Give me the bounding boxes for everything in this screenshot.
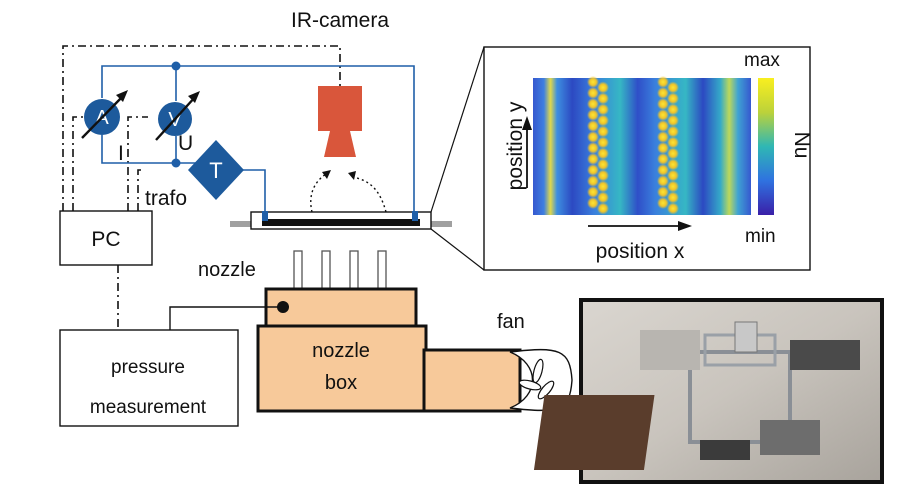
heatmap-hotspot — [597, 191, 609, 204]
zoom-line-bottom — [430, 228, 485, 271]
heatmap-hotspot — [657, 197, 669, 209]
heatmap-hotspot — [597, 125, 609, 138]
heatmap-hotspot — [587, 76, 599, 88]
pressure-measurement-box — [59, 329, 239, 427]
heatmap-hotspot — [667, 158, 679, 171]
heatmap-hotspots — [587, 76, 679, 215]
zoom-line-top — [430, 46, 485, 213]
pressure-label-line2: measurement — [90, 397, 207, 418]
nozzle-array — [293, 250, 387, 290]
current-label: I — [118, 142, 124, 165]
heatmap-hotspot — [667, 125, 679, 138]
heatmap-hotspot — [597, 169, 609, 182]
nusselt-heatmap — [533, 78, 751, 215]
heatmap-hotspot — [667, 92, 679, 105]
heatmap-hotspot — [667, 81, 679, 94]
duct — [422, 348, 522, 413]
heatmap-hotspot — [667, 202, 679, 215]
heatmap-hotspot — [597, 81, 609, 94]
pressure-tube — [169, 306, 280, 330]
pressure-label-line1: pressure — [111, 357, 185, 378]
transformer-symbol: T — [209, 158, 222, 183]
heatmap-hotspot — [657, 164, 669, 176]
heatmap-hotspot — [657, 76, 669, 88]
colorbar — [758, 78, 774, 215]
heatmap-hotspot — [667, 169, 679, 182]
heatmap-hotspot — [657, 186, 669, 198]
heatmap-hotspot — [667, 136, 679, 149]
voltmeter-icon: V — [155, 91, 200, 141]
junction-node-top — [171, 61, 181, 71]
heatmap-hotspot — [667, 180, 679, 193]
heatmap-hotspot — [597, 114, 609, 127]
pc-label: PC — [91, 228, 120, 251]
colorbar-title: Nu — [790, 132, 813, 159]
heatmap-hotspot — [657, 87, 669, 99]
pc-box — [59, 210, 153, 266]
y-axis-arrow — [522, 116, 532, 130]
heatmap-hotspot — [597, 92, 609, 105]
heatmap-hotspot — [587, 186, 599, 198]
heatmap-hotspot — [657, 120, 669, 132]
nusselt-inset: max min Nu position x position y — [483, 46, 813, 271]
heatmap-hotspot — [597, 103, 609, 116]
heatmap-hotspot — [657, 175, 669, 187]
heatmap-hotspot — [667, 147, 679, 160]
heatmap-hotspot — [587, 98, 599, 110]
pressure-tap-icon — [277, 301, 289, 313]
colorbar-max-label: max — [744, 50, 780, 71]
heatmap-hotspot — [587, 131, 599, 143]
heatmap-hotspot — [587, 87, 599, 99]
heatmap-hotspot — [657, 109, 669, 121]
heatmap-hotspot — [587, 153, 599, 165]
heatmap-hotspot — [587, 109, 599, 121]
ammeter-icon: A — [81, 90, 128, 139]
heatmap-hotspot — [587, 120, 599, 132]
heatmap-hotspot — [657, 98, 669, 110]
heatmap-hotspot — [587, 164, 599, 176]
trafo-label: trafo — [145, 187, 187, 210]
radiation-arrows — [310, 173, 387, 213]
nozzle-box-label-line2: box — [325, 372, 357, 394]
nozzle-label: nozzle — [198, 259, 256, 281]
fan-label: fan — [497, 311, 525, 333]
nozzle-box-label-line1: nozzle — [312, 340, 370, 362]
x-axis-label: position x — [596, 240, 685, 263]
heatmap-hotspot — [657, 153, 669, 165]
heatmap-hotspot — [587, 197, 599, 209]
nozzle-box — [256, 287, 522, 413]
heatmap-hotspot — [597, 147, 609, 160]
heatmap-hotspot — [597, 180, 609, 193]
y-axis-label: position y — [504, 101, 527, 190]
heated-test-plate — [230, 211, 452, 230]
x-axis-arrow — [678, 221, 692, 231]
test-rig-photo — [533, 298, 884, 484]
colorbar-min-label: min — [745, 226, 776, 247]
heatmap-hotspot — [667, 191, 679, 204]
heatmap-hotspot — [597, 136, 609, 149]
voltage-label: U — [178, 132, 193, 155]
heatmap-hotspot — [657, 142, 669, 154]
heatmap-hotspot — [587, 175, 599, 187]
heatmap-hotspot — [657, 131, 669, 143]
heatmap-hotspot — [597, 202, 609, 215]
heatmap-hotspot — [597, 158, 609, 171]
heatmap-hotspot — [667, 103, 679, 116]
junction-node-bottom — [171, 158, 181, 168]
heatmap-hotspot — [667, 114, 679, 127]
ir-camera-icon — [318, 86, 362, 157]
heatmap-hotspot — [587, 142, 599, 154]
transformer-icon: T — [188, 140, 244, 200]
ir-camera-label: IR-camera — [291, 9, 389, 32]
